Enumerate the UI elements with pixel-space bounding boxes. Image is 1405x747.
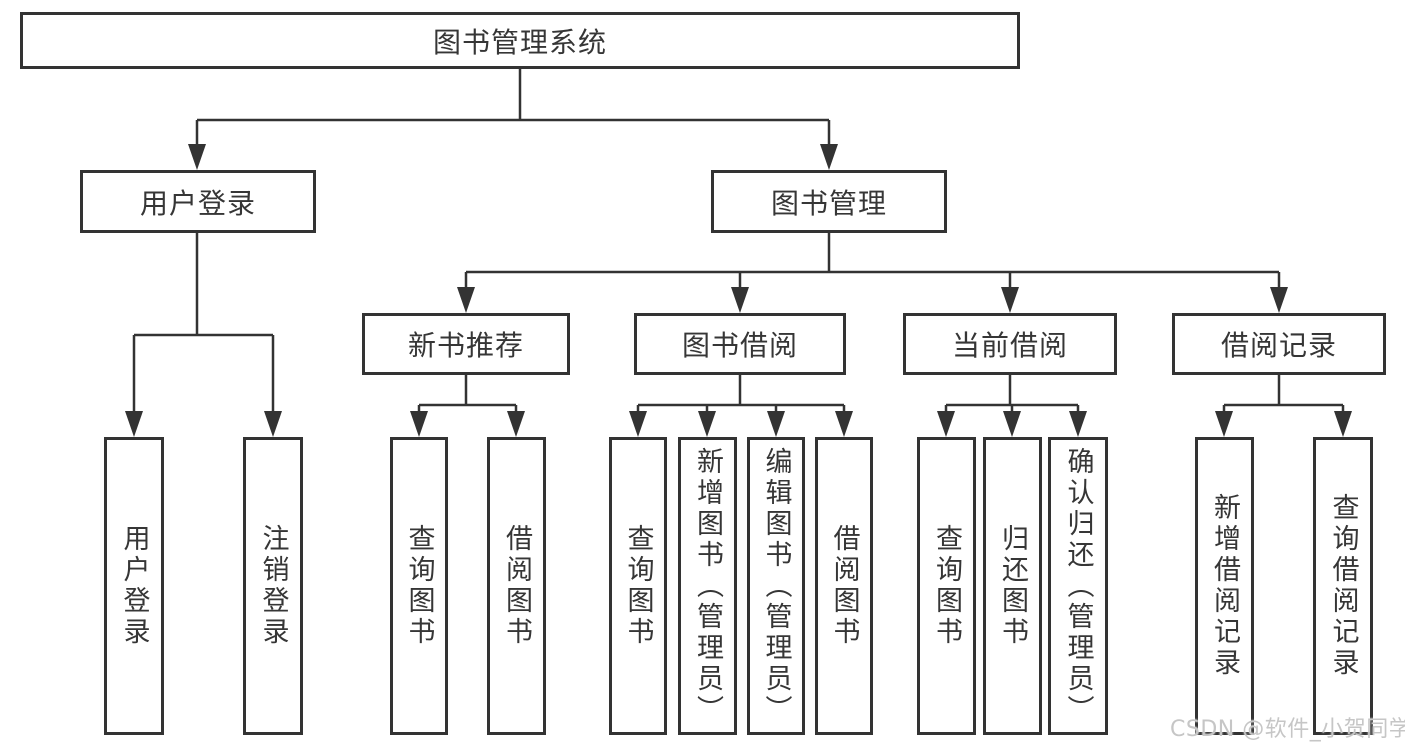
leaf-user-login: 用户登录 (104, 437, 164, 735)
leaf-query-books-recommend: 查询图书 (390, 437, 448, 735)
arrowheads (125, 144, 1352, 437)
watermark: CSDN @软件_小贺同学 (1170, 717, 1405, 742)
leaf-borrow-books: 借阅图书 (815, 437, 873, 735)
node-current-borrow: 当前借阅 (903, 313, 1117, 375)
node-new-book-recommend: 新书推荐 (362, 313, 570, 375)
leaf-query-borrow-record: 查询借阅记录 (1313, 437, 1373, 735)
leaf-query-books-borrow: 查询图书 (609, 437, 667, 735)
node-user-login: 用户登录 (80, 170, 316, 233)
leaf-add-book-admin: 新增图书（管理员） (678, 437, 737, 735)
leaf-add-borrow-record: 新增借阅记录 (1195, 437, 1254, 735)
leaf-query-books-current: 查询图书 (917, 437, 976, 735)
leaf-borrow-books-recommend: 借阅图书 (487, 437, 546, 735)
node-root: 图书管理系统 (20, 12, 1020, 69)
node-book-borrow: 图书借阅 (634, 313, 846, 375)
node-book-management: 图书管理 (711, 170, 947, 233)
leaf-logout: 注销登录 (243, 437, 303, 735)
node-borrow-records: 借阅记录 (1172, 313, 1386, 375)
leaf-edit-book-admin: 编辑图书（管理员） (747, 437, 805, 735)
leaf-return-book: 归还图书 (983, 437, 1042, 735)
leaf-confirm-return-admin: 确认归还（管理员） (1048, 437, 1108, 735)
